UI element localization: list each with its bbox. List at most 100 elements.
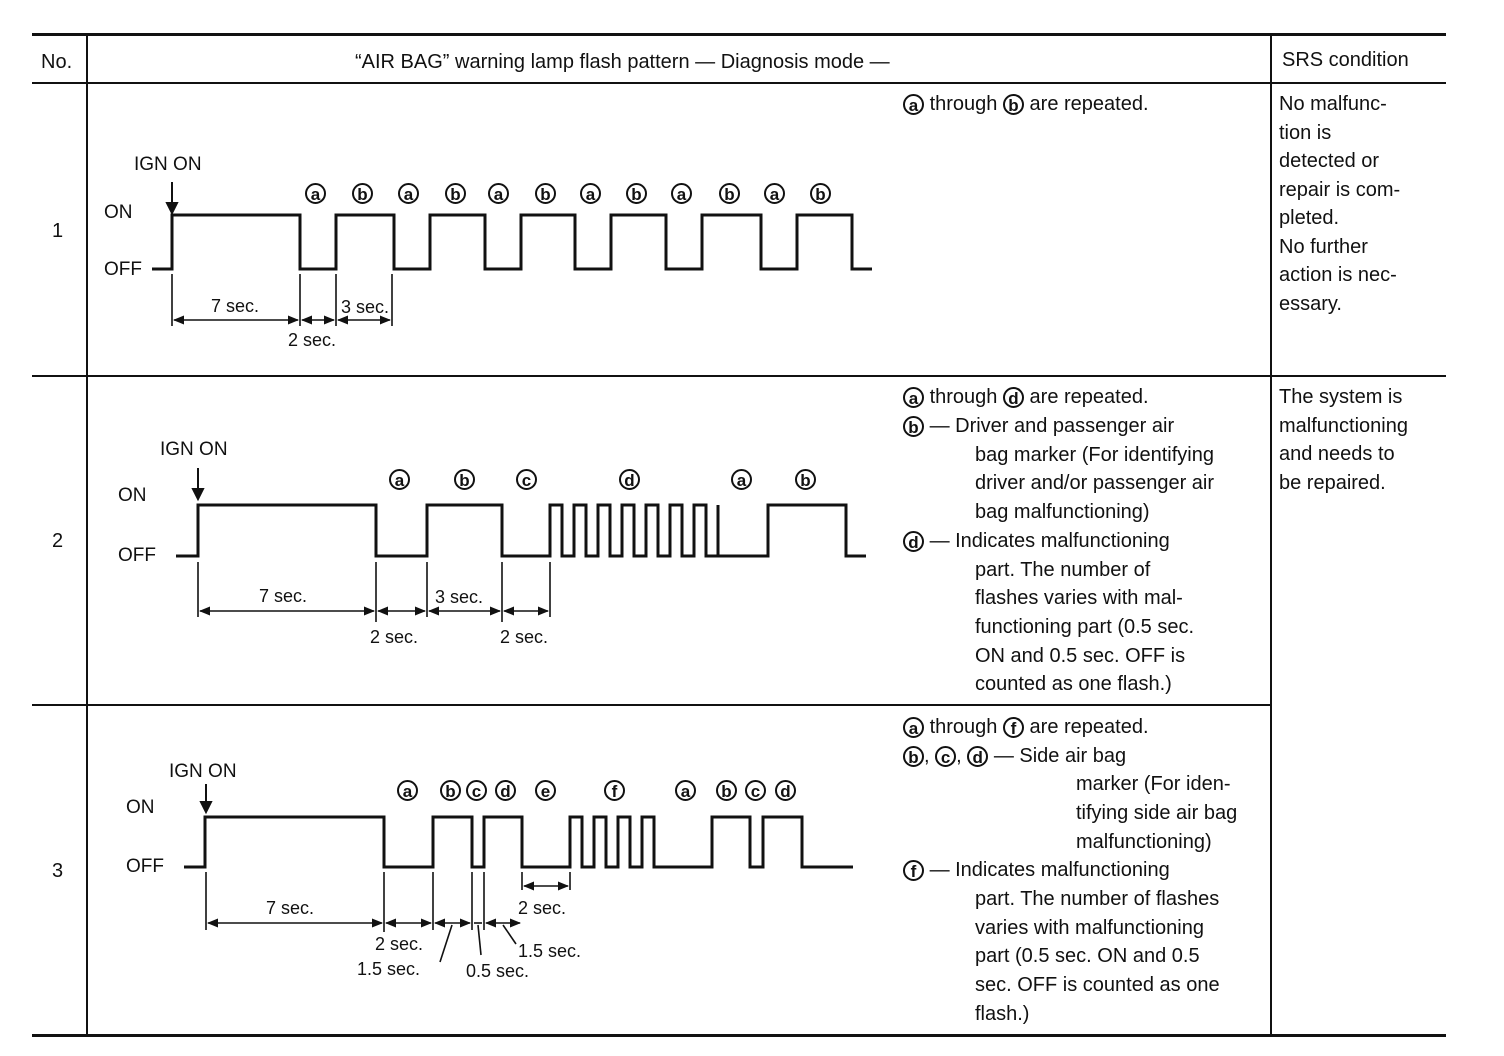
row1-timing-2sec: 2 sec. <box>288 330 337 350</box>
note-bcd-line-1: marker (For iden- <box>1076 773 1231 795</box>
marker-d: d <box>495 780 516 801</box>
note-through: through <box>929 93 998 115</box>
note-d-line-4: ON and 0.5 sec. OFF is <box>975 645 1186 667</box>
header-no: No. <box>41 51 73 73</box>
marker-c: c <box>466 780 487 801</box>
note-d-line-1: part. The number of <box>975 559 1151 581</box>
row1-timing-3sec: 3 sec. <box>341 297 390 317</box>
marker-b: b <box>626 183 647 204</box>
note-through: through <box>929 716 998 738</box>
marker-b: b <box>445 183 466 204</box>
marker-b: b <box>810 183 831 204</box>
note-f-line-5: flash.) <box>975 1003 1030 1025</box>
row1-off-label: OFF <box>104 259 142 280</box>
srs-line: and needs to <box>1279 443 1395 465</box>
note-d-line-2: flashes varies with mal- <box>975 587 1183 609</box>
note-d-line-3: functioning part (0.5 sec. <box>975 616 1195 638</box>
row3-timing-7sec: 7 sec. <box>266 898 315 918</box>
note-letter: c <box>935 746 957 768</box>
row2-timing-2sec-b: 2 sec. <box>500 627 549 647</box>
row3-ign-on-label: IGN ON <box>169 761 237 782</box>
marker-a: a <box>580 183 601 204</box>
row2-ign-on-label: IGN ON <box>160 439 228 460</box>
note-b-line-0: — Driver and passenger air <box>929 415 1175 437</box>
note-f-line-2: varies with malfunctioning <box>975 917 1204 939</box>
note-letter: b <box>903 416 924 438</box>
note-repeated: are repeated. <box>1029 716 1149 738</box>
row2-off-label: OFF <box>118 545 156 566</box>
marker-a: a <box>398 183 419 204</box>
marker-d: d <box>775 780 796 801</box>
note-f-line-0: — Indicates malfunctioning <box>929 859 1170 881</box>
srs-line: The system is <box>1279 386 1403 408</box>
note-d-line-5: counted as one flash.) <box>975 673 1172 695</box>
row3-timing-1-5sec-a: 1.5 sec. <box>357 959 421 979</box>
note-letter: f <box>903 860 924 882</box>
srs-line: tion is <box>1279 122 1332 144</box>
note-letter: f <box>1002 717 1024 739</box>
marker-a: a <box>488 183 509 204</box>
row3-note-f: f — Indicates malfunctioning <box>903 856 1170 885</box>
row3-timing-2sec-a: 2 sec. <box>375 934 424 954</box>
header-pattern: “AIR BAG” warning lamp flash pattern — D… <box>355 51 890 73</box>
row3-note-repeat: a through f are repeated. <box>903 713 1149 742</box>
marker-d: d <box>619 469 640 490</box>
row2-note-b: b — Driver and passenger air <box>903 412 1174 441</box>
row-number-2: 2 <box>52 530 64 552</box>
marker-f: f <box>604 780 625 801</box>
marker-a: a <box>671 183 692 204</box>
row3-timing-1-5sec-b: 1.5 sec. <box>518 941 582 961</box>
srs-line: essary. <box>1279 293 1342 315</box>
srs-line: No malfunc- <box>1279 93 1387 115</box>
note-letter: b <box>1002 94 1024 116</box>
row2-note-repeat: a through d are repeated. <box>903 383 1149 412</box>
table-bottom-rule <box>32 1034 1446 1037</box>
note-f-line-3: part (0.5 sec. ON and 0.5 <box>975 945 1200 967</box>
note-b-line-3: bag malfunctioning) <box>975 501 1150 523</box>
row2-timing-7sec: 7 sec. <box>259 586 308 606</box>
note-f-line-4: sec. OFF is counted as one <box>975 974 1220 996</box>
col-rule-no <box>86 35 88 1035</box>
note-repeated: are repeated. <box>1029 93 1149 115</box>
note-letter: b <box>903 746 924 768</box>
row-number-1: 1 <box>52 220 64 242</box>
header-rule <box>32 82 1446 84</box>
table-top-rule <box>32 33 1446 36</box>
row3-note-bcd: b, c, d — Side air bag <box>903 742 1126 771</box>
row2-signal <box>176 503 866 558</box>
row2-timing-2sec-a: 2 sec. <box>370 627 419 647</box>
row1-timing-7sec: 7 sec. <box>211 296 260 316</box>
row2-note-d: d — Indicates malfunctioning <box>903 527 1170 556</box>
note-bcd-line-3: malfunctioning) <box>1076 831 1212 853</box>
marker-e: e <box>535 780 556 801</box>
row-number-3: 3 <box>52 860 64 882</box>
note-letter: d <box>967 746 989 768</box>
marker-a: a <box>397 780 418 801</box>
marker-b: b <box>719 183 740 204</box>
marker-b: b <box>535 183 556 204</box>
row1-signal <box>152 213 872 271</box>
note-letter: d <box>1002 387 1024 409</box>
row2-on-label: ON <box>118 485 147 506</box>
row3-timing-2sec-b: 2 sec. <box>518 898 567 918</box>
srs-line: be repaired. <box>1279 472 1386 494</box>
note-letter: a <box>903 717 924 739</box>
srs-line: repair is com- <box>1279 179 1401 201</box>
note-b-line-1: bag marker (For identifying <box>975 444 1214 466</box>
srs-line: No further <box>1279 236 1368 258</box>
row-rule-2 <box>32 704 1272 706</box>
note-repeated: are repeated. <box>1029 386 1149 408</box>
marker-a: a <box>675 780 696 801</box>
note-bcd-line-2: tifying side air bag <box>1076 802 1238 824</box>
marker-b: b <box>352 183 373 204</box>
header-srs-condition: SRS condition <box>1282 49 1409 71</box>
marker-b: b <box>440 780 461 801</box>
col-rule-srs <box>1270 35 1272 1035</box>
note-letter: a <box>903 94 924 116</box>
row1-ign-on-label: IGN ON <box>134 154 202 175</box>
srs-line: action is nec- <box>1279 264 1397 286</box>
marker-a: a <box>764 183 785 204</box>
note-letter: a <box>903 387 924 409</box>
marker-b: b <box>716 780 737 801</box>
